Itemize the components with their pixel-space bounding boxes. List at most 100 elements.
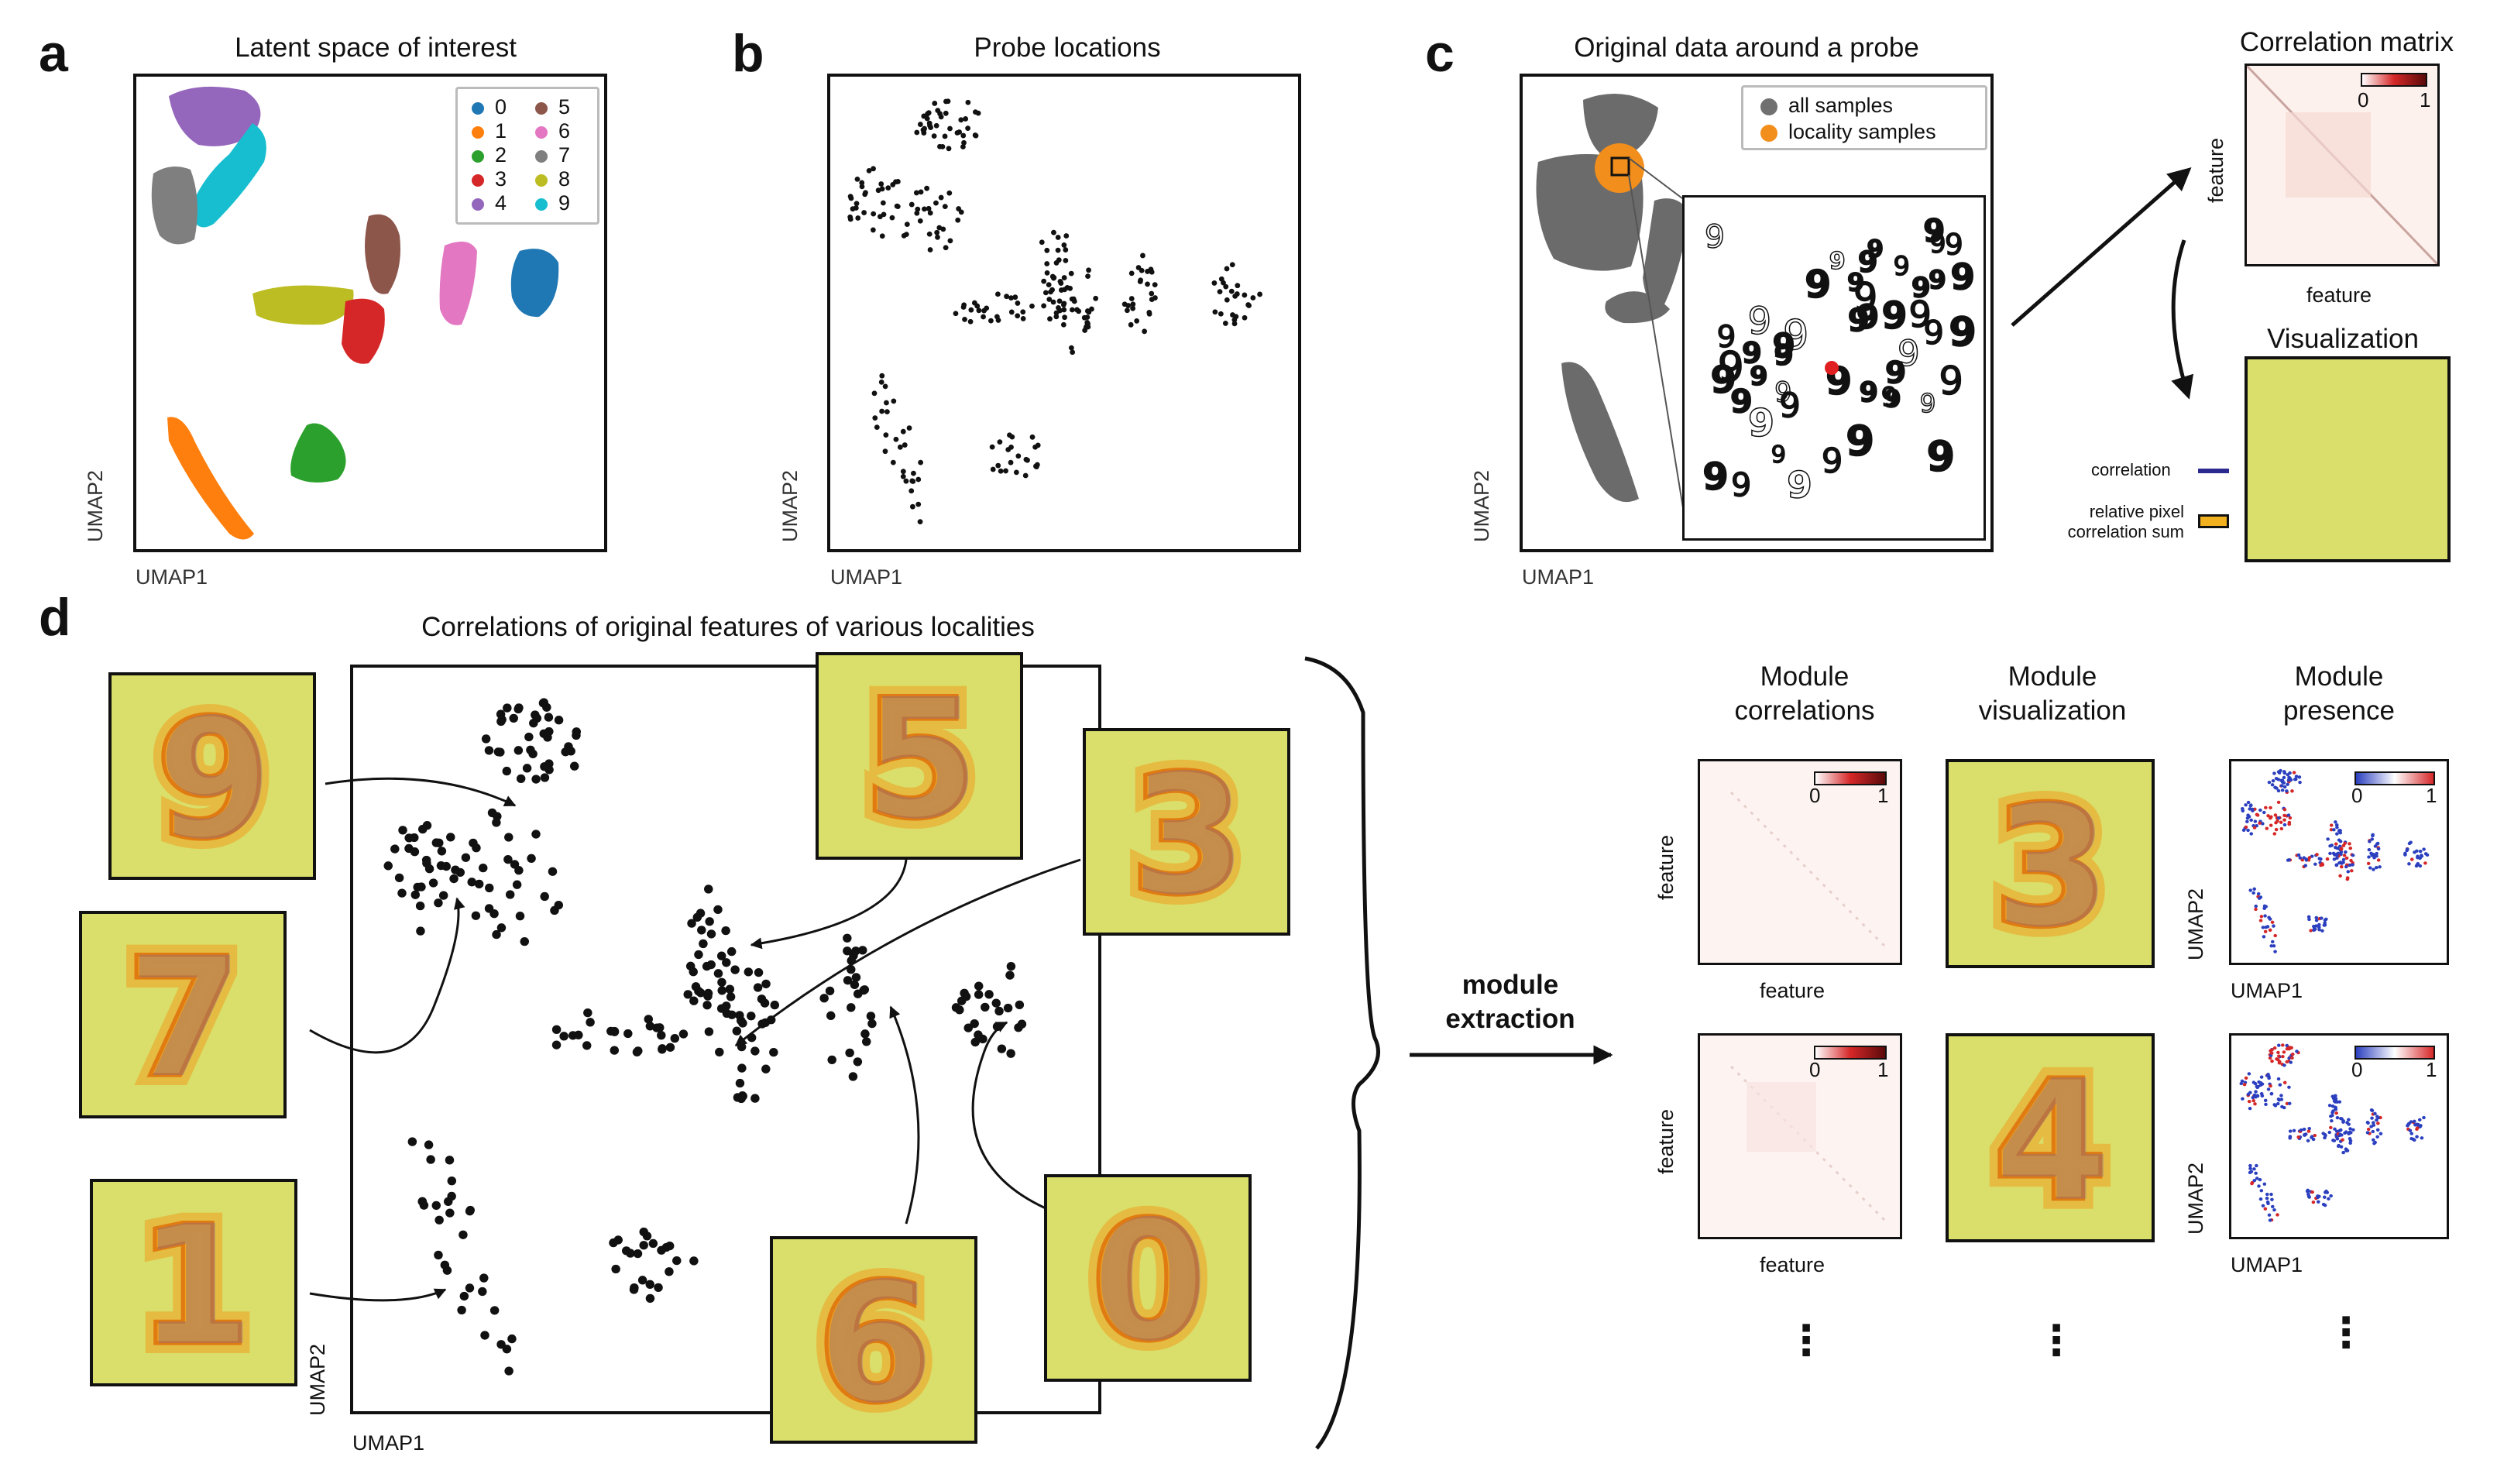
probe-point (974, 990, 984, 999)
probe-point (2269, 944, 2274, 948)
digit-sample: 9 (1710, 359, 1736, 402)
probe-point (1152, 295, 1158, 301)
probe-point (2258, 1197, 2263, 1201)
probe-point (2303, 864, 2308, 867)
probe-point (906, 425, 912, 431)
probe-point (2282, 823, 2287, 827)
probe-point (2263, 914, 2267, 918)
probe-point (2255, 1177, 2259, 1180)
probe-point (2286, 813, 2291, 817)
probe-point (909, 478, 915, 484)
probe-point (645, 1293, 655, 1304)
probe-point (962, 316, 967, 322)
probe-point (1013, 469, 1019, 476)
probe-point (2420, 1136, 2424, 1140)
probe-point (583, 1008, 592, 1018)
probe-point (859, 184, 865, 190)
probe-point (926, 110, 932, 116)
probe-point (496, 747, 505, 757)
probe-point (665, 1267, 674, 1276)
probe-point (2244, 803, 2248, 807)
digit-glyph: 9 (155, 684, 270, 876)
probe-point (2326, 837, 2330, 841)
panel-letter-b: b (732, 24, 764, 83)
probe-point (497, 715, 507, 724)
probe-point (2373, 1111, 2377, 1115)
probe-point (1145, 269, 1150, 274)
probe-point (2254, 907, 2258, 912)
probe-point (421, 855, 431, 865)
probe-point (918, 189, 924, 195)
probe-point (2247, 1072, 2251, 1076)
module-2-pres-cbar-max: 1 (2426, 1058, 2437, 1081)
probe-point (2341, 861, 2345, 864)
probe-point (2332, 1099, 2337, 1103)
probe-point (2276, 816, 2281, 820)
probe-point (543, 733, 552, 742)
probe-point (991, 998, 1001, 1008)
legend-pixel-label: relative pixel correlation sum (2067, 502, 2184, 541)
probe-point (2269, 806, 2272, 809)
probe-point (520, 936, 530, 946)
probe-point (471, 911, 481, 920)
probe-point (2418, 856, 2422, 861)
probe-point (2346, 870, 2351, 874)
probe-point (2272, 1046, 2277, 1050)
probe-point (492, 929, 501, 940)
probe-point (2412, 1119, 2416, 1123)
probe-point (2290, 1053, 2295, 1056)
probe-point (2249, 818, 2253, 822)
probe-point (2405, 848, 2409, 853)
module-2-presence-colorbar (2354, 1046, 2435, 1060)
probe-point (2371, 1129, 2375, 1134)
digit-sample: 9 (1750, 361, 1768, 392)
probe-point (383, 861, 393, 871)
probe-point (426, 1155, 435, 1164)
digit-sample: 9 (1718, 342, 1744, 391)
probe-point (918, 459, 924, 465)
probe-point (436, 861, 446, 871)
probe-point (970, 1037, 980, 1047)
probe-point (877, 214, 883, 220)
probe-point (2339, 847, 2344, 851)
probe-point (2302, 1127, 2306, 1132)
probe-point (505, 890, 515, 899)
probe-point (2423, 852, 2428, 856)
probe-point (967, 318, 974, 325)
probe-point (1033, 464, 1039, 469)
probe-point (2348, 1127, 2352, 1131)
probe-point (1003, 468, 1008, 474)
probe-point (738, 1019, 747, 1028)
probe-point (465, 1205, 475, 1215)
probe-point (2275, 786, 2279, 790)
digit-sample: 9 (1949, 310, 1977, 356)
probe-point (2279, 820, 2283, 824)
probe-point (1039, 239, 1045, 246)
probe-point (529, 719, 538, 728)
module-1-pres-ylabel: UMAP2 (2184, 888, 2207, 960)
ellipsis-presence: ⋮ (2325, 1310, 2367, 1356)
probe-point (655, 1023, 665, 1032)
probe-point (2288, 771, 2292, 775)
probe-point (513, 704, 523, 714)
digit-glyph: 3 (1132, 740, 1247, 932)
probe-point (2330, 843, 2334, 847)
probe-point (1046, 297, 1053, 302)
probe-point (2267, 1213, 2272, 1217)
probe-point (2272, 1208, 2276, 1212)
probe-point (931, 133, 937, 139)
probe-point (851, 946, 860, 956)
probe-point (2409, 1132, 2414, 1135)
digit-sample: 9 (1911, 272, 1931, 304)
probe-point (953, 311, 959, 317)
panel-a-title: Latent space of interest (235, 33, 517, 63)
probe-point (2322, 1195, 2327, 1199)
probe-point (879, 373, 885, 379)
probe-point (2337, 828, 2342, 833)
probe-point (2280, 780, 2285, 785)
probe-point (2255, 1094, 2260, 1098)
probe-point (716, 951, 726, 960)
probe-point (544, 713, 554, 722)
probe-point (1069, 296, 1075, 302)
